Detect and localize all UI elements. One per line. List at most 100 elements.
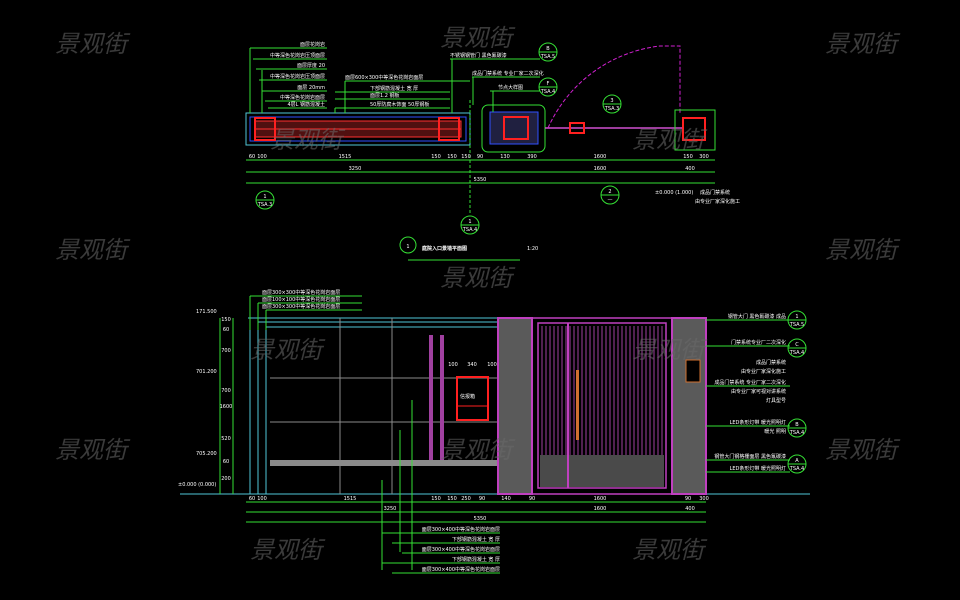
elevation-view [180, 317, 810, 570]
elevation-callout: 面层300×400中等深色花岗岩面层 [422, 566, 500, 573]
drawing-scale: 1:20 [527, 246, 538, 252]
dimension-text: 150 [447, 154, 457, 160]
plan-callout: 面层 20mm [297, 85, 325, 91]
watermark: 景观街 [440, 436, 516, 464]
detail-mark-number: F [547, 81, 550, 87]
gate-lock [569, 122, 585, 134]
elevation-callout: LED条形灯带 暖光照明灯 [730, 419, 786, 426]
dimension-text: 1600 [220, 404, 233, 410]
detail-mark-sheet: TSA.5 [540, 54, 555, 60]
elevation-callout: 下部钢筋混凝土 宽 厚 [452, 556, 500, 563]
dimension-text: 300 [699, 154, 709, 160]
elevation-callout: 由专业厂家可视对讲系统 [731, 388, 786, 395]
column-left [254, 117, 276, 141]
detail-mark-sheet: TSA.4 [789, 430, 804, 436]
watermark: 景观街 [825, 236, 901, 264]
dimension-text: 130 [500, 154, 510, 160]
dimension-text: 520 [221, 436, 231, 442]
dimension-text: 390 [527, 154, 537, 160]
detail-mark-sheet: TSA.3 [604, 106, 619, 112]
watermark: 景观街 [825, 30, 901, 58]
elevation-callout: 面层300×300中等深色花岗岩面层 [262, 303, 340, 310]
elevation-level: 701.200 [196, 369, 217, 375]
detail-mark-number: 1 [795, 314, 798, 320]
dimension-text: 60 [223, 327, 229, 333]
mailbox-label: 信报箱 [460, 393, 475, 400]
elevation-callout: 下部钢筋混凝土 宽 厚 [452, 536, 500, 543]
section-mark-sheet: TSA.3 [257, 202, 272, 208]
plan-note: 由专业厂家深化施工 [695, 198, 740, 205]
dimension-text: 5350 [474, 177, 487, 183]
gate-swing-arc [547, 45, 681, 129]
elevation-callout: 成品门禁系统 专业厂家二次深化 [714, 379, 786, 386]
dimension-text: 300 [699, 496, 709, 502]
elevation-callout: 暖光 照明 [764, 428, 786, 435]
detail-mark-sheet: TSA.4 [540, 89, 555, 95]
dimension-text: 90 [529, 496, 535, 502]
elevation-callout: 面层300×400中等深色花岗岩面层 [422, 526, 500, 533]
watermark: 景观街 [270, 126, 346, 154]
title-number: 1 [406, 244, 409, 250]
detail-mark-number: A [795, 458, 799, 464]
plan-callout: 中等深色花岗岩面层 [280, 94, 325, 101]
plan-callout: 中等深色花岗岩压顶面层 [270, 73, 325, 80]
dimension-text: 150 [431, 496, 441, 502]
plan-callout: 不锈钢钢管门 黑色氟碳漆 [450, 52, 507, 59]
stone-pillar-right [671, 317, 707, 495]
watermark: 景观街 [825, 436, 901, 464]
stone-pillar-left [497, 317, 533, 495]
dimension-text: 700 [221, 348, 231, 354]
detail-mark-number: B [795, 422, 799, 428]
section-mark-number: 1 [468, 219, 471, 225]
plan-callout: 面层1.2 钢板 [370, 92, 400, 99]
plan-callout: 4层L 钢筋混凝土 [287, 101, 325, 108]
plan-callout: 下部钢筋混凝土 宽 厚 [370, 85, 418, 92]
dimension-text: 1515 [344, 496, 357, 502]
watermark: 景观街 [55, 236, 131, 264]
watermark: 景观街 [632, 336, 708, 364]
intercom [685, 359, 701, 383]
elevation-callout: 门禁系统专业厂二次深化 [731, 339, 786, 346]
dimension-text: 140 [501, 496, 511, 502]
detail-mark-number: 3 [610, 98, 613, 104]
dimension-text: 1600 [594, 496, 607, 502]
detail-mark-sheet: TSA.4 [789, 350, 804, 356]
watermark: 景观街 [440, 264, 516, 292]
detail-mark-number: B [546, 46, 550, 52]
plan-callout: 50厚防腐木饰面 50厚钢板 [370, 101, 429, 108]
pillar-column [503, 116, 529, 140]
watermark: 景观街 [440, 24, 516, 52]
dimension-text: 100 [257, 154, 267, 160]
dimension-text: 100 [487, 362, 497, 368]
gate-slats [541, 326, 663, 455]
purple-strip [429, 335, 433, 460]
elevation-level: 705.200 [196, 451, 217, 457]
dimension-text: 100 [257, 496, 267, 502]
elevation-callout: 面层100×100中等深色花岗岩面层 [262, 296, 340, 303]
watermark: 景观街 [55, 30, 131, 58]
dimension-text: 150 [447, 496, 457, 502]
dimension-text: 3250 [384, 506, 397, 512]
base-band [270, 460, 500, 466]
dimension-text: 150 [221, 317, 231, 323]
pillar-box-right [674, 109, 716, 151]
detail-mark-number: C [795, 342, 799, 348]
gate-handle [576, 370, 579, 440]
elevation-callout: 钢管大门钢格栅面层 黑色氟碳漆 [714, 453, 786, 460]
elevation-callout: 成品门禁系统 [756, 359, 786, 366]
dimension-text: 90 [685, 496, 691, 502]
section-mark-number: 1 [263, 194, 266, 200]
watermark: 景观街 [250, 336, 326, 364]
column-right [438, 117, 460, 141]
elevation-callout: LED条形灯带 暖光照明灯 [730, 465, 786, 472]
dimension-text: 3250 [349, 166, 362, 172]
dimension-text: 5350 [474, 516, 487, 522]
dimension-text: 1600 [594, 506, 607, 512]
dimension-text: 90 [479, 496, 485, 502]
dimension-text: 60 [249, 496, 255, 502]
section-mark-sheet: — [608, 197, 613, 203]
elevation-level: ±0.000 (0.000) [178, 482, 216, 488]
dimension-text: 1600 [594, 166, 607, 172]
detail-mark-sheet: TSA.4 [789, 466, 804, 472]
